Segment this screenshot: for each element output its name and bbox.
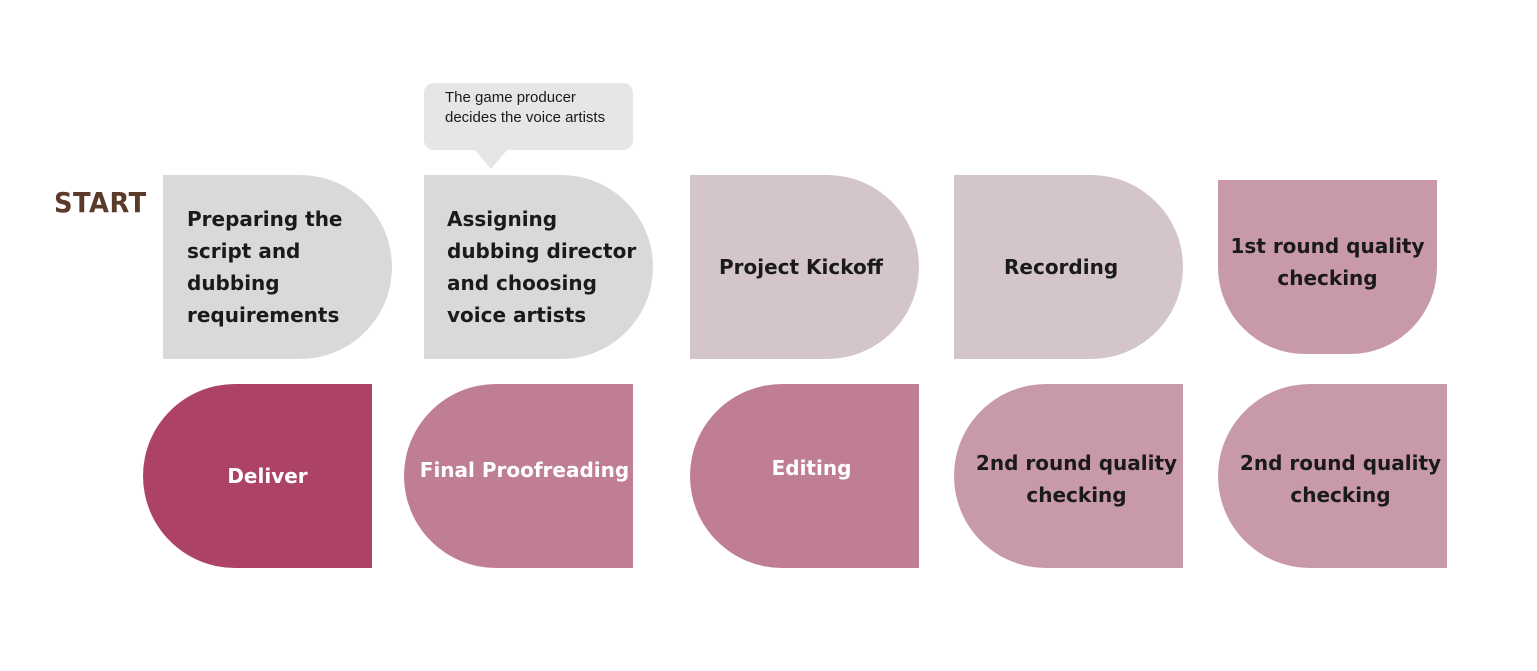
step-project-kickoff: Project Kickoff (690, 175, 919, 359)
step-label: Final Proofreading (419, 458, 630, 482)
step-label: 2nd round quality checking (975, 451, 1178, 507)
step-final-proofreading: Final Proofreading (404, 384, 633, 568)
step-recording: Recording (954, 175, 1183, 359)
step-label: Recording (1004, 255, 1119, 279)
step-label: Assigning dubbing director and choosing … (447, 207, 637, 327)
callout-pointer (474, 149, 508, 169)
step-deliver: Deliver (143, 384, 372, 568)
step-second-quality-check-b: 2nd round quality checking (1218, 384, 1447, 568)
step-preparing-script: Preparing the script and dubbing require… (163, 175, 392, 359)
step-label: 1st round quality checking (1230, 234, 1425, 290)
step-first-quality-check: 1st round quality checking (1218, 180, 1437, 354)
callout-note: The game producer decides the voice arti… (424, 83, 633, 150)
step-assigning-director: Assigning dubbing director and choosing … (424, 175, 653, 359)
step-label: Preparing the script and dubbing require… (187, 207, 343, 327)
step-second-quality-check-a: 2nd round quality checking (954, 384, 1183, 568)
step-editing: Editing (690, 384, 919, 568)
step-label: Editing (771, 456, 852, 480)
step-label: Deliver (227, 464, 308, 488)
step-label: 2nd round quality checking (1239, 451, 1442, 507)
start-label: START (54, 186, 147, 219)
step-label: Project Kickoff (719, 255, 883, 279)
callout-text: The game producer decides the voice arti… (445, 89, 606, 126)
